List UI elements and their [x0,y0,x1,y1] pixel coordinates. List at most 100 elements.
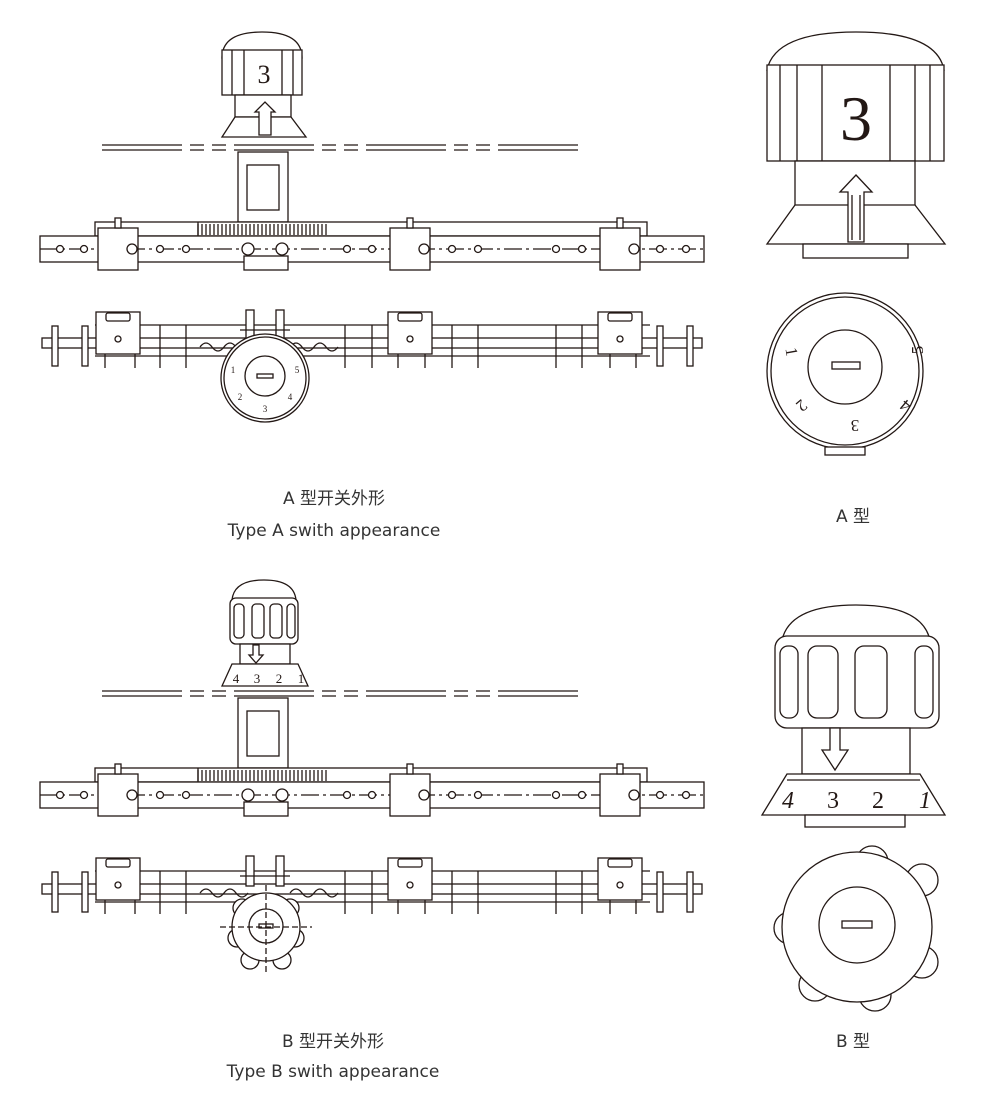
clamp-screw [406,763,414,775]
shaft-base [243,801,289,817]
bottom-clamp-nut [616,335,624,343]
terminal-pin [656,325,664,367]
svg-text:2: 2 [872,788,884,814]
rivet [577,244,587,254]
type-b-side-label: B 型 [836,1032,870,1052]
svg-text:3: 3 [851,416,860,435]
shaft-housing [237,697,289,769]
svg-text:3: 3 [254,671,261,686]
rivet [55,244,65,254]
svg-text:4: 4 [233,671,240,686]
terminal-pin [51,325,59,367]
clamp-screw [616,763,624,775]
terminal-pin [656,871,664,913]
rivet [447,790,457,800]
terminal-pin [81,871,89,913]
clamp-nut [126,243,138,255]
bottom-clamp-screw [105,858,131,868]
clamp-nut [418,243,430,255]
rivet [447,244,457,254]
clamp-screw [114,763,122,775]
shaft-nut [275,788,289,802]
svg-text:1: 1 [781,346,801,358]
type-a-dial-front-view: 1 2 3 4 5 [766,292,927,456]
bottom-clamp-screw [105,312,131,322]
rivet [342,244,352,254]
type-b-dial-front-view [773,845,939,1012]
shaft-housing [237,151,289,223]
clamp-nut [628,243,640,255]
svg-text:1: 1 [231,365,236,375]
type-a-knob-small: 3 [220,31,308,138]
rivet [55,790,65,800]
clamp-nut [126,789,138,801]
type-a-dial-small: 1 2 3 4 5 [220,333,310,423]
shaft-fork [245,855,255,887]
type-a-caption-cn: A 型开关外形 [283,489,385,509]
type-b-caption-en: Type B swith appearance [226,1062,440,1082]
shaft-base [243,255,289,271]
bottom-clamp-nut [114,881,122,889]
bottom-clamp-screw [607,858,633,868]
svg-text:3: 3 [827,788,839,814]
svg-text:2: 2 [276,671,283,686]
bottom-clamp-nut [114,335,122,343]
clamp-nut [628,789,640,801]
rivet [681,244,691,254]
type-a-side-label: A 型 [836,507,870,527]
bottom-clamp-screw [607,312,633,322]
rivet [577,790,587,800]
type-b-knob-small: 4 3 2 1 [220,579,310,687]
rivet [79,244,89,254]
rivet [655,790,665,800]
rivet [367,244,377,254]
clamp-nut [418,789,430,801]
bottom-clamp-screw [397,312,423,322]
shaft-window [246,164,280,211]
svg-text:1: 1 [298,671,305,686]
svg-text:5: 5 [295,365,300,375]
terminal-pin [51,871,59,913]
svg-text:2: 2 [238,392,243,402]
shaft-nut [241,242,255,256]
terminal-pin [686,325,694,367]
rivet [155,244,165,254]
clamp-screw [616,217,624,229]
rivet [551,790,561,800]
terminal-pin [81,325,89,367]
rivet [342,790,352,800]
rivet [681,790,691,800]
bottom-clamp-nut [406,881,414,889]
clamp-screw [406,217,414,229]
clamp-screw [114,217,122,229]
type-a-assembly [39,144,705,368]
gear-rack [199,888,339,898]
shaft-fork [275,855,285,887]
type-b-knob-side-view: 4 3 2 1 [760,604,947,828]
rivet [655,244,665,254]
panel-line [102,690,586,697]
rivet [155,790,165,800]
upper-bar [94,767,648,783]
rivet [473,790,483,800]
shaft-nut [241,788,255,802]
rivet [181,244,191,254]
svg-text:4: 4 [288,392,293,402]
panel-line [102,144,586,151]
rivet [473,244,483,254]
rivet [551,244,561,254]
svg-text:1: 1 [919,788,931,814]
rivet [79,790,89,800]
terminal-pin [686,871,694,913]
svg-text:3: 3 [263,404,268,414]
shaft-window [246,710,280,757]
type-b-assembly [39,690,705,914]
rivet [181,790,191,800]
shaft-nut [275,242,289,256]
upper-bar [94,221,648,237]
type-b-dial-small [220,885,312,975]
svg-text:5: 5 [908,346,927,355]
type-b-caption-cn: B 型开关外形 [282,1032,384,1052]
bottom-clamp-screw [397,858,423,868]
